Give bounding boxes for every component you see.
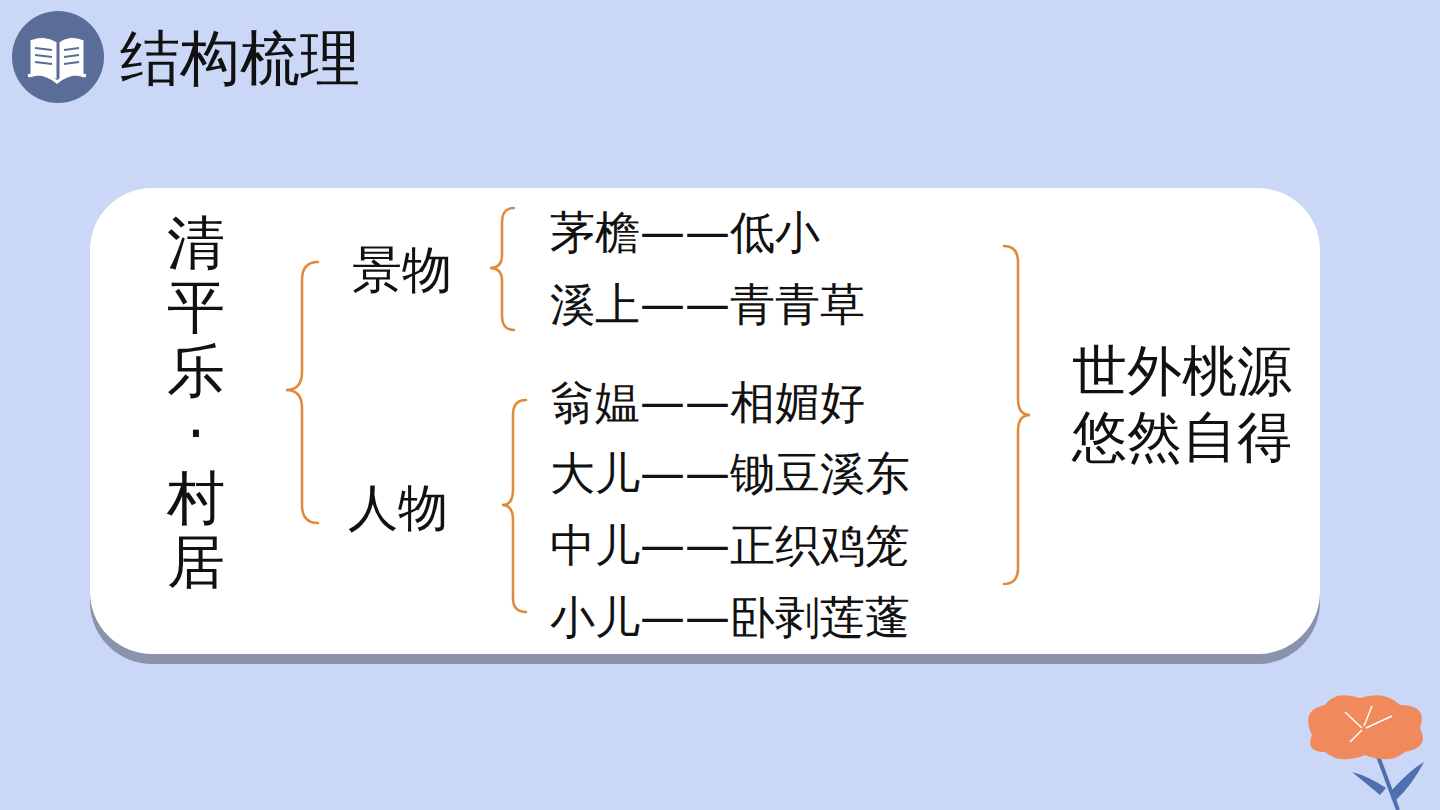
item-label: 大儿——锄豆溪东 xyxy=(550,447,910,501)
category-label: 景物 xyxy=(352,240,452,300)
item-label: 中儿——正织鸡笼 xyxy=(550,519,910,573)
summary-label: 世外桃源 悠然自得 xyxy=(1072,338,1309,470)
slide-title: 结构梳理 xyxy=(120,22,360,94)
item-label: 茅檐——低小 xyxy=(550,206,820,260)
brace xyxy=(286,208,1030,612)
book-icon xyxy=(12,11,104,103)
item-label: 小儿——卧剥莲蓬 xyxy=(550,591,910,645)
category-label: 人物 xyxy=(348,478,448,538)
item-label: 翁媪——相媚好 xyxy=(550,376,865,430)
item-label: 溪上——青青草 xyxy=(550,278,865,332)
vertical-title: 清平乐·村居 xyxy=(167,212,225,595)
flower-illustration xyxy=(1308,695,1424,810)
